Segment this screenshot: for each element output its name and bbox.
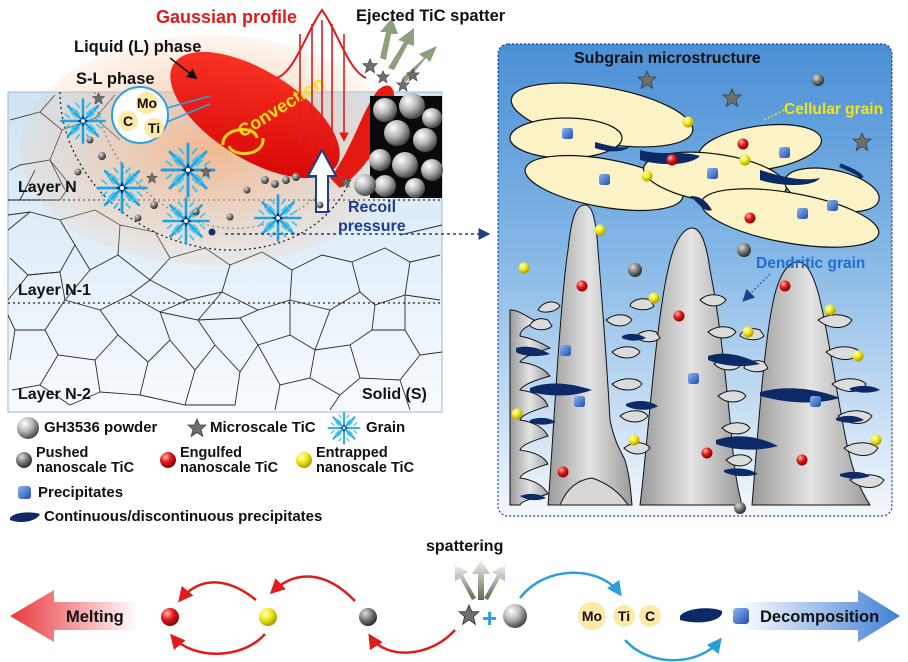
flow-plus: + [482,603,497,633]
pool-dotted-inner [94,91,339,229]
flow-powder-sphere [503,604,527,628]
decomposition-arrow [738,590,900,642]
grain-icon [96,162,148,214]
powder-sphere-icon [17,417,39,439]
legend-engulfed: Engulfed nanoscale TiC [180,446,278,476]
grain-icon [162,197,210,245]
legend-engulfed-line1: Engulfed [180,445,243,461]
grain-legend-icon [327,411,361,445]
legend-pushed: Pushed nanoscale TiC [36,446,134,476]
flow-ti: Ti [618,608,630,624]
layer-n2-label: Layer N-2 [18,386,91,403]
legend-pushed-line2: nanoscale TiC [36,460,135,476]
element-ti: Ti [148,120,160,136]
liquid-phase-pointer [169,57,198,80]
element-mo: Mo [137,95,157,111]
subgrain-panel: Subgrain microstructure [497,43,893,517]
melt-pool-schematic: Convection [7,7,506,413]
process-flow: Melting Decomposition + Mo Ti C [10,538,900,662]
liquid-phase-pool [170,51,340,179]
legend-precipitates-label: Precipitates [38,484,124,501]
grain-icon [60,98,106,144]
legend-entrapped-line2: nanoscale TiC [316,460,415,476]
recoil-arrow [306,147,338,213]
legend-continuous-label: Continuous/discontinuous precipitates [44,508,323,525]
legend-continuous: Continuous/discontinuous precipitates [44,508,322,525]
legend-grain-label: Grain [366,419,406,436]
flow-precipitate-cube [733,608,749,624]
legend-engulfed-line2: nanoscale TiC [180,460,279,476]
precipitate-cube-icon [18,486,31,499]
legend-entrapped: Entrapped nanoscale TiC [316,446,414,476]
legend-grain: Grain [366,419,405,436]
decomposition-label: Decomposition [760,608,879,626]
panel-particles [511,70,882,514]
flow-engulfed-sphere [161,608,179,626]
flow-blue-arcs [519,571,722,662]
legend-powder: GH3536 powder [44,419,157,436]
legend-icons [10,411,361,522]
spattering-label: spattering [426,538,503,555]
flow-red-arcs [170,575,456,655]
flow-pushed-sphere [359,608,377,626]
entrapped-sphere-icon [296,452,312,468]
sl-phase-boundary [59,91,353,251]
legend-precipitates: Precipitates [38,484,123,501]
legend-pushed-line1: Pushed [36,445,89,461]
pushed-sphere-icon [16,452,32,468]
legend-micro-tic-label: Microscale TiC [210,419,316,436]
melting-label: Melting [66,608,124,626]
micro-tic-star-icon [187,418,207,437]
element-c: C [123,113,133,129]
flow-c: C [645,608,655,624]
powder-bed [354,93,443,198]
melting-arrow [10,590,138,642]
gaussian-curve [276,8,367,79]
legend-powder-label: GH3536 powder [44,419,158,436]
sl-phase-label: S-L phase [76,70,155,88]
spattering-arrows [455,560,505,600]
gaussian-profile-label: Gaussian profile [156,7,297,27]
ejected-spatter-arrows [362,18,437,92]
flow-star-icon [458,604,480,625]
flow-continuous-precipitate [680,608,723,623]
flow-entrapped-sphere [259,608,277,626]
dendritic-grain-label: Dendritic grain [756,255,865,272]
cellular-grain-label: Cellular grain [784,101,883,118]
pool-particles [74,92,352,236]
legend-micro-tic: Microscale TiC [210,419,316,436]
solid-label: Solid (S) [362,386,427,403]
flow-elements: Mo Ti C [578,602,661,630]
recoil-label-2: pressure [338,218,406,235]
laser-beam [276,8,367,152]
element-bubble: Mo C Ti [111,86,211,144]
recoil-label-1: Recoil [348,199,396,216]
subgrain-title: Subgrain microstructure [574,50,761,67]
layer-n-label: Layer N [18,179,77,196]
ejected-spatter-label: Ejected TiC spatter [356,7,506,25]
layer-n1-label: Layer N-1 [18,282,91,299]
legend-entrapped-line1: Entrapped [316,445,388,461]
engulfed-sphere-icon [160,452,176,468]
continuous-precipitate-icon [10,512,40,522]
liquid-phase-label: Liquid (L) phase [74,38,201,56]
flow-mo: Mo [582,608,602,624]
convection-swirl [221,128,265,155]
dendritic-grains [509,204,885,506]
